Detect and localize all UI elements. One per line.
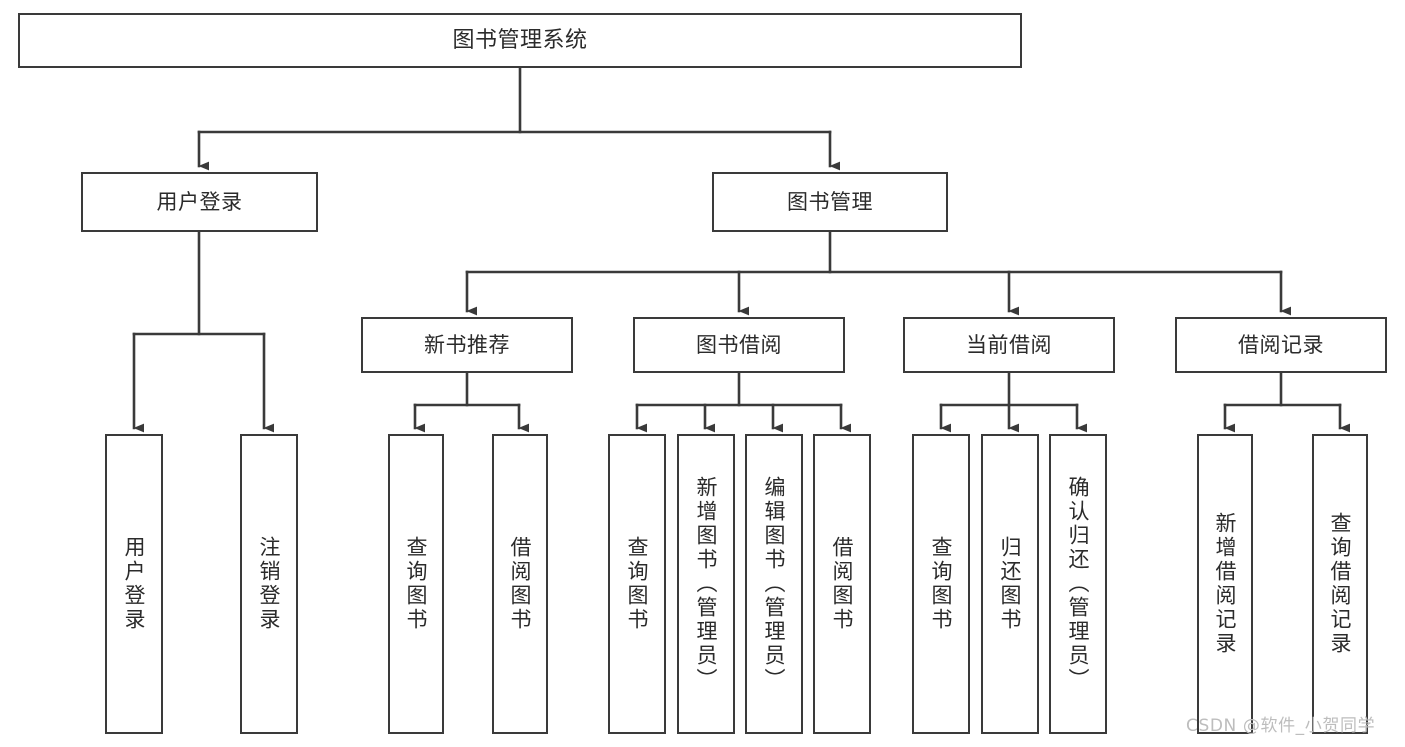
leaf-user-login-login[interactable]: 用户登录 bbox=[105, 434, 163, 734]
leaf-book-borrow-borrow-book[interactable]: 借阅图书 bbox=[813, 434, 871, 734]
csdn-watermark: CSDN @软件_小贺同学 bbox=[1186, 716, 1376, 736]
node-label: 新增借阅记录 bbox=[1213, 512, 1238, 656]
leaf-book-borrow-edit-book[interactable]: 编辑图书（管理员） bbox=[745, 434, 803, 734]
leaf-new-book-borrow-book[interactable]: 借阅图书 bbox=[492, 434, 548, 734]
node-current-borrow[interactable]: 当前借阅 bbox=[903, 317, 1115, 373]
leaf-current-borrow-confirm-return[interactable]: 确认归还（管理员） bbox=[1049, 434, 1107, 734]
node-label: 用户登录 bbox=[156, 189, 243, 214]
node-root-book-management-system[interactable]: 图书管理系统 bbox=[18, 13, 1022, 68]
node-book-management[interactable]: 图书管理 bbox=[712, 172, 948, 232]
node-label: 查询图书 bbox=[625, 536, 650, 632]
leaf-current-borrow-return-book[interactable]: 归还图书 bbox=[981, 434, 1039, 734]
node-label: 查询图书 bbox=[404, 536, 429, 632]
node-label: 确认归还（管理员） bbox=[1066, 476, 1091, 692]
node-label: 借阅图书 bbox=[508, 536, 533, 632]
leaf-borrow-record-add-record[interactable]: 新增借阅记录 bbox=[1197, 434, 1253, 734]
node-label: 注销登录 bbox=[257, 536, 282, 632]
node-new-book-recommend[interactable]: 新书推荐 bbox=[361, 317, 573, 373]
node-label: 新书推荐 bbox=[424, 332, 510, 357]
node-label: 编辑图书（管理员） bbox=[762, 476, 787, 692]
leaf-user-login-logout[interactable]: 注销登录 bbox=[240, 434, 298, 734]
leaf-current-borrow-query-book[interactable]: 查询图书 bbox=[912, 434, 970, 734]
node-label: 图书管理系统 bbox=[452, 27, 588, 53]
leaf-borrow-record-query-record[interactable]: 查询借阅记录 bbox=[1312, 434, 1368, 734]
leaf-book-borrow-query-book[interactable]: 查询图书 bbox=[608, 434, 666, 734]
node-user-login[interactable]: 用户登录 bbox=[81, 172, 318, 232]
node-label: 当前借阅 bbox=[966, 332, 1052, 357]
node-label: 借阅图书 bbox=[830, 536, 855, 632]
node-borrow-record[interactable]: 借阅记录 bbox=[1175, 317, 1387, 373]
node-label: 归还图书 bbox=[998, 536, 1023, 632]
node-label: 用户登录 bbox=[122, 536, 147, 632]
node-label: 查询图书 bbox=[929, 536, 954, 632]
node-book-borrow[interactable]: 图书借阅 bbox=[633, 317, 845, 373]
node-label: 查询借阅记录 bbox=[1328, 512, 1353, 656]
node-label: 图书借阅 bbox=[696, 332, 782, 357]
leaf-new-book-query-book[interactable]: 查询图书 bbox=[388, 434, 444, 734]
node-label: 借阅记录 bbox=[1238, 332, 1324, 357]
node-label: 图书管理 bbox=[787, 189, 873, 214]
leaf-book-borrow-add-book[interactable]: 新增图书（管理员） bbox=[677, 434, 735, 734]
node-label: 新增图书（管理员） bbox=[694, 476, 719, 692]
